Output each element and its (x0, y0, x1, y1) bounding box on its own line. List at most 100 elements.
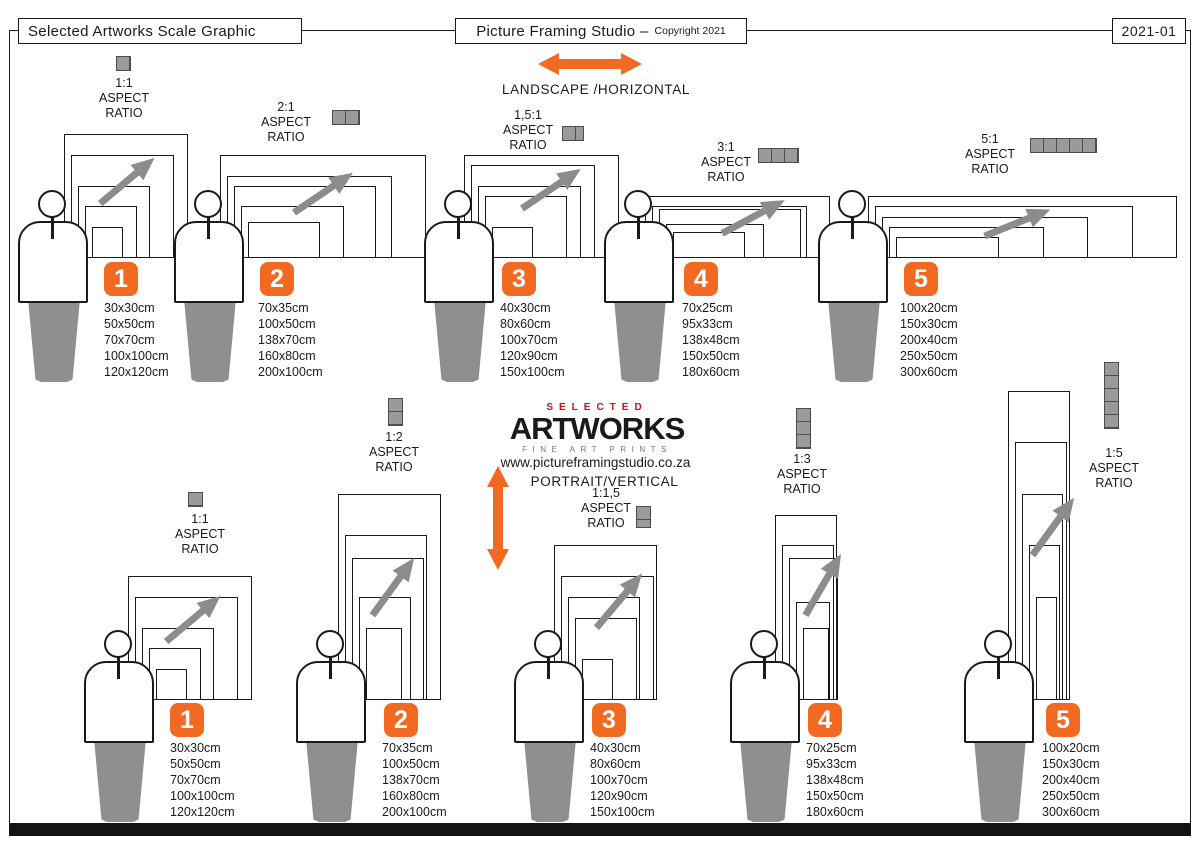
logo-selected-text: SELECTED (546, 402, 648, 413)
frame-stack (1008, 391, 1070, 700)
aspect-ratio-label: 1:1 ASPECT RATIO (94, 76, 154, 121)
portrait-section-label: PORTRAIT/VERTICAL (530, 474, 679, 489)
website-url: www.pictureframingstudio.co.za (500, 455, 691, 470)
figure-neck (763, 657, 766, 679)
aspect-ratio-label: 1:1,5 ASPECT RATIO (576, 486, 636, 531)
size-item: 120x90cm (590, 789, 648, 803)
growth-arrow-icon (286, 163, 360, 223)
ratio-word: RATIO (707, 170, 745, 184)
doc-code-box: 2021-01 (1112, 18, 1186, 44)
aspect-ratio-label: 3:1 ASPECT RATIO (696, 140, 756, 185)
frame-stack (220, 155, 426, 258)
figure-legs (94, 743, 146, 822)
group-number-badge: 3 (592, 703, 626, 737)
frame (366, 628, 402, 700)
human-figure (730, 630, 802, 822)
figure-legs (614, 303, 666, 382)
frame (92, 227, 123, 258)
frame (248, 222, 320, 258)
ratio-value: 1:3 (793, 452, 811, 466)
size-item: 160x80cm (382, 789, 440, 803)
ratio-proportion-icon (116, 56, 131, 71)
copyright-text: Copyright 2021 (654, 25, 726, 37)
size-item: 70x70cm (104, 333, 155, 347)
frame-stack (338, 494, 441, 700)
frame-stack (64, 134, 188, 258)
ratio-word: RATIO (181, 542, 219, 556)
size-item: 138x48cm (806, 773, 864, 787)
size-item: 80x60cm (590, 757, 641, 771)
aspect-ratio-label: 1:2 ASPECT RATIO (364, 430, 424, 475)
figure-head (194, 190, 222, 218)
figure-neck (997, 657, 1000, 679)
growth-arrow-icon (92, 149, 163, 213)
group-number-badge: 2 (260, 262, 294, 296)
group-number-badge: 4 (808, 703, 842, 737)
human-figure (818, 190, 890, 382)
ratio-proportion-icon (188, 492, 203, 507)
size-item: 200x100cm (258, 365, 323, 379)
size-item: 300x60cm (900, 365, 958, 379)
aspect-word: ASPECT (98, 91, 149, 105)
size-list: 30x30cm 50x50cm 70x70cm 100x100cm 120x12… (170, 740, 235, 820)
size-item: 100x20cm (900, 301, 958, 315)
growth-arrow-icon (715, 190, 791, 244)
group-number-badge: 4 (684, 262, 718, 296)
figure-neck (207, 217, 210, 239)
aspect-word: ASPECT (174, 527, 225, 541)
size-item: 100x20cm (1042, 741, 1100, 755)
page-title-box: Selected Artworks Scale Graphic (18, 18, 302, 44)
aspect-ratio-label: 1:5 ASPECT RATIO (1084, 446, 1144, 491)
size-item: 70x35cm (258, 301, 309, 315)
size-list: 100x20cm 150x30cm 200x40cm 250x50cm 300x… (1042, 740, 1100, 820)
size-item: 150x50cm (806, 789, 864, 803)
group-number-badge: 5 (904, 262, 938, 296)
human-figure (604, 190, 676, 382)
logo-tagline-text: FINE ART PRINTS (522, 445, 672, 454)
aspect-word: ASPECT (580, 501, 631, 515)
human-figure (296, 630, 368, 822)
size-item: 70x35cm (382, 741, 433, 755)
doc-code: 2021-01 (1121, 23, 1177, 39)
growth-arrow-icon (795, 547, 851, 622)
size-item: 138x48cm (682, 333, 740, 347)
ratio-value: 1:2 (385, 430, 403, 444)
page-title: Selected Artworks Scale Graphic (28, 22, 256, 40)
aspect-word: ASPECT (260, 115, 311, 129)
ratio-proportion-icon (562, 126, 584, 141)
size-item: 100x50cm (382, 757, 440, 771)
human-figure (424, 190, 496, 382)
size-item: 70x25cm (682, 301, 733, 315)
frame-stack (775, 515, 838, 700)
figure-neck (117, 657, 120, 679)
ratio-value: 1:5 (1105, 446, 1123, 460)
figure-head (316, 630, 344, 658)
size-list: 40x30cm 80x60cm 100x70cm 120x90cm 150x10… (590, 740, 655, 820)
human-figure (964, 630, 1036, 822)
figure-head (104, 630, 132, 658)
size-item: 200x40cm (1042, 773, 1100, 787)
ratio-word: RATIO (587, 516, 625, 530)
size-item: 250x50cm (900, 349, 958, 363)
frame-stack (464, 155, 619, 258)
group-number-badge: 1 (170, 703, 204, 737)
group-number-badge: 3 (502, 262, 536, 296)
aspect-ratio-label: 1:1 ASPECT RATIO (170, 512, 230, 557)
ratio-value: 5:1 (981, 132, 999, 146)
size-item: 138x70cm (258, 333, 316, 347)
figure-legs (28, 303, 80, 382)
figure-head (534, 630, 562, 658)
size-list: 70x35cm 100x50cm 138x70cm 160x80cm 200x1… (258, 300, 323, 380)
size-item: 180x60cm (806, 805, 864, 819)
size-item: 30x30cm (104, 301, 155, 315)
human-figure (514, 630, 586, 822)
ratio-proportion-icon (1104, 362, 1119, 429)
aspect-ratio-label: 1:3 ASPECT RATIO (772, 452, 832, 497)
aspect-word: ASPECT (964, 147, 1015, 161)
figure-legs (434, 303, 486, 382)
figure-head (750, 630, 778, 658)
ratio-proportion-icon (1030, 138, 1097, 153)
figure-head (38, 190, 66, 218)
size-list: 100x20cm 150x30cm 200x40cm 250x50cm 300x… (900, 300, 958, 380)
size-item: 100x70cm (590, 773, 648, 787)
